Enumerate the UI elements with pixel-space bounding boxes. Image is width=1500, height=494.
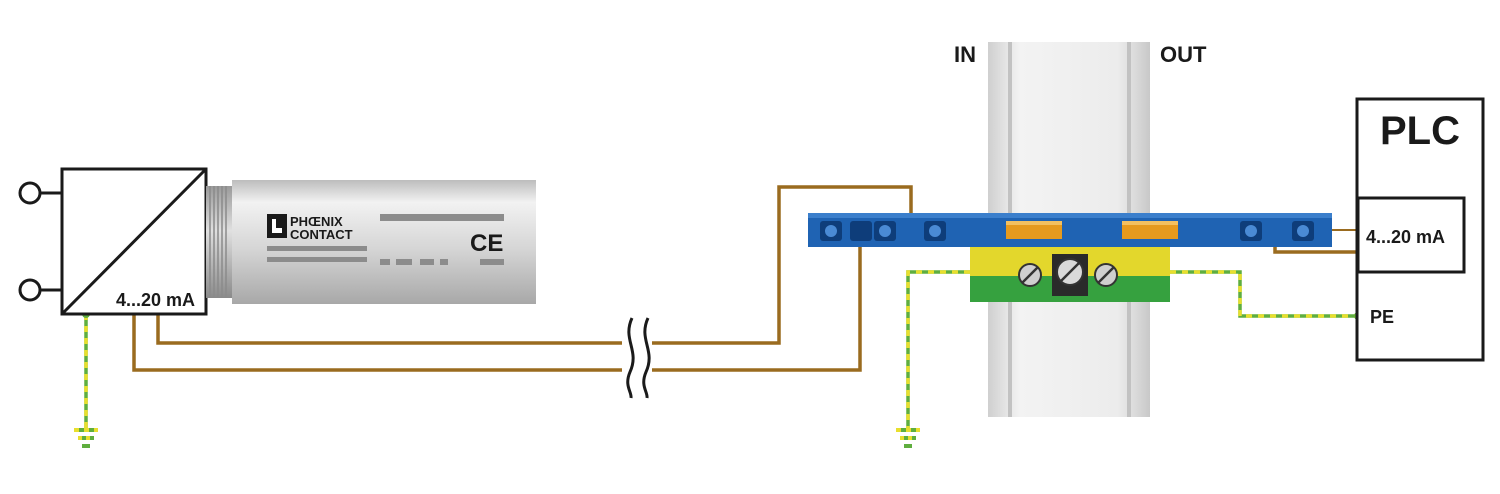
disconnect-lever-in — [1006, 221, 1062, 239]
fixing-screw-left — [1018, 263, 1042, 287]
disconnect-lever-out — [1122, 221, 1178, 239]
plc — [1355, 97, 1485, 362]
svg-text:PHŒNIX: PHŒNIX — [290, 214, 343, 229]
ce-mark: CE — [470, 230, 503, 257]
phoenix-contact-logo: PHŒNIX CONTACT — [267, 214, 353, 242]
plc-analog-input — [1356, 196, 1466, 274]
svg-text:CONTACT: CONTACT — [290, 227, 353, 242]
plc-title: PLC — [1380, 109, 1460, 153]
fixing-screw-center — [1052, 254, 1088, 296]
earth-wires — [84, 270, 1358, 428]
fixing-screw-right — [1094, 263, 1118, 287]
transducer-signal-label: 4...20 mA — [116, 290, 195, 310]
surge-protector-device: PHŒNIX CONTACT CE — [206, 180, 536, 304]
input-terminal-top — [18, 181, 42, 205]
ground-symbol — [896, 428, 920, 448]
pe-label: PE — [1370, 307, 1394, 327]
input-terminal-bottom — [18, 278, 42, 302]
in-label: IN — [954, 42, 976, 67]
device-fine-print — [267, 214, 504, 265]
transducer — [18, 167, 208, 316]
out-label: OUT — [1160, 42, 1207, 67]
cable-break-symbol — [622, 317, 652, 399]
plc-input-label: 4...20 mA — [1366, 227, 1445, 247]
terminal-block — [808, 213, 1332, 302]
ground-symbol — [74, 428, 98, 448]
